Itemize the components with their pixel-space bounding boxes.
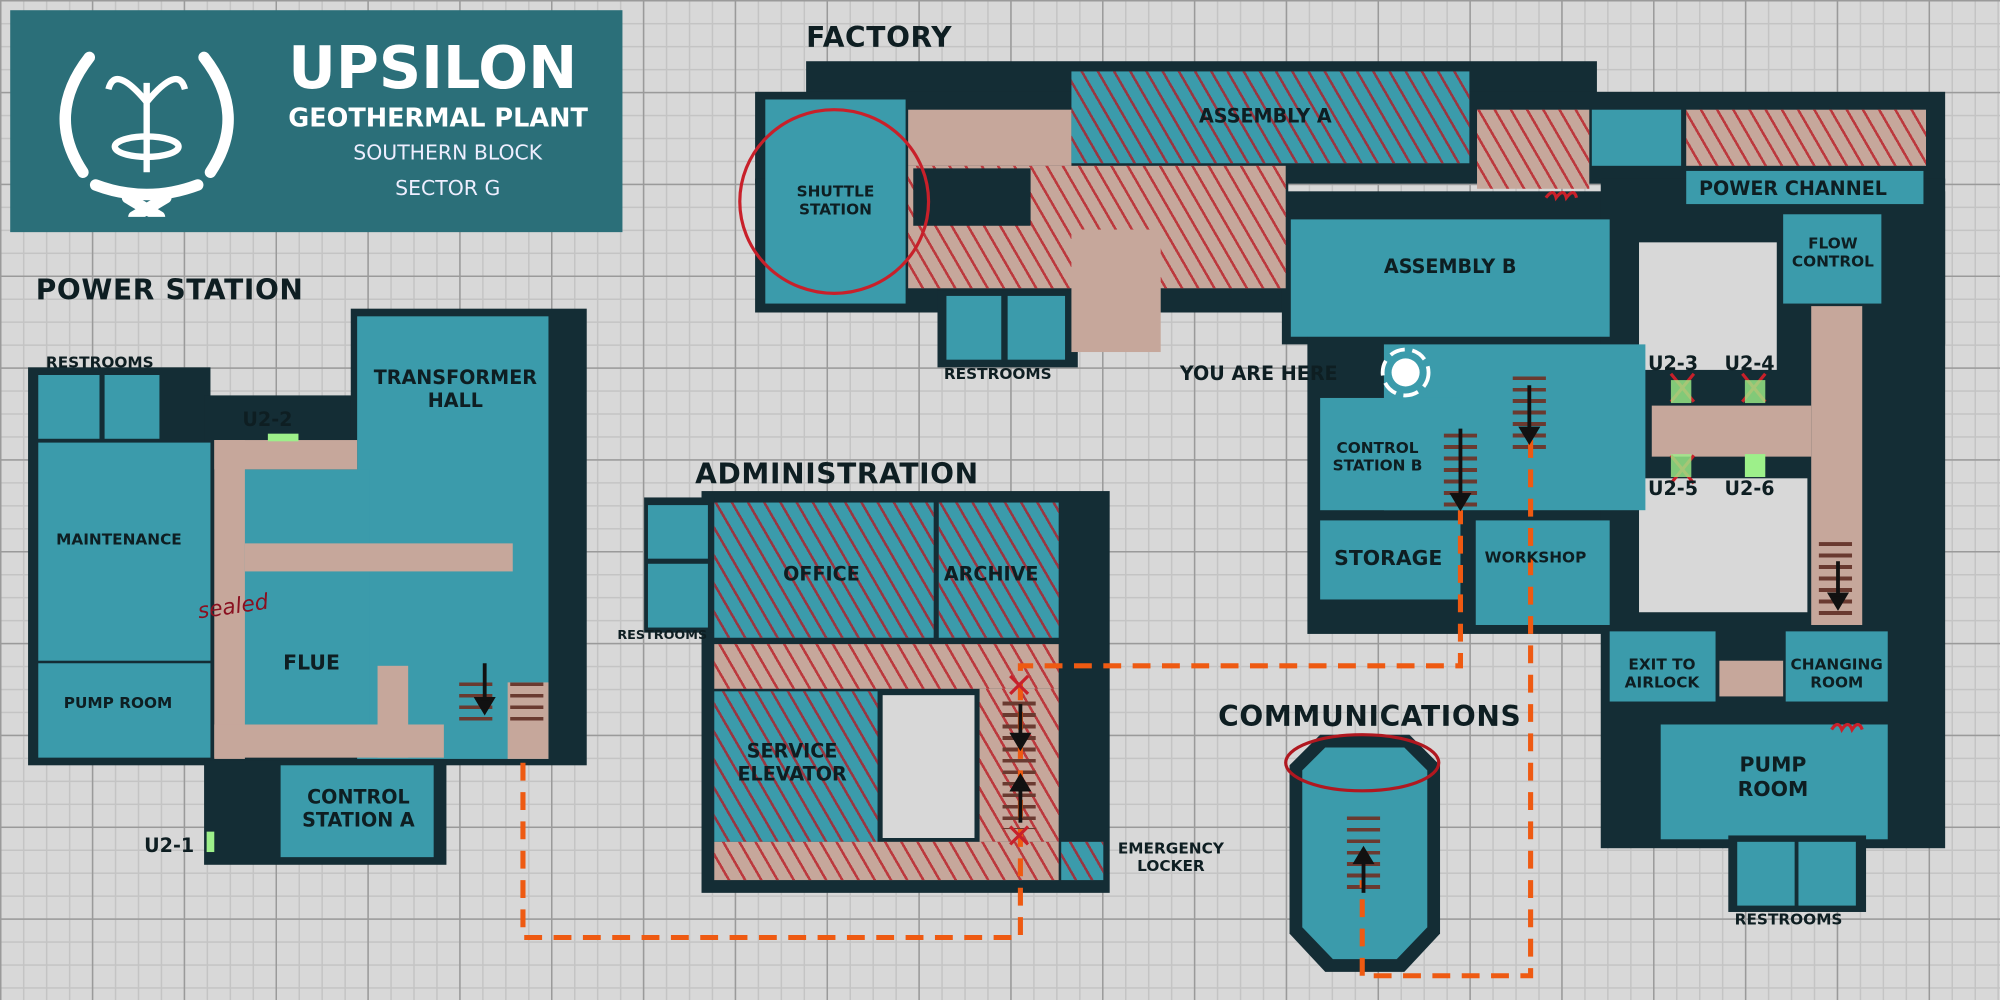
room-restroom [647, 563, 708, 628]
label-control-station-b: CONTROL STATION B [1332, 438, 1423, 475]
room-restroom [647, 505, 708, 559]
label-control-station-a: CONTROL STATION A [302, 785, 415, 832]
label-changing-room: CHANGING ROOM [1790, 655, 1883, 692]
label-pump-room-left: PUMP ROOM [63, 693, 173, 712]
corridor [377, 665, 409, 758]
label-assembly-a: ASSEMBLY A [1198, 104, 1332, 128]
room-emergency-locker[interactable] [1061, 841, 1104, 881]
block-label: SOUTHERN BLOCK [353, 140, 543, 165]
label-archive: ARCHIVE [943, 562, 1039, 586]
label-office: OFFICE [783, 562, 860, 586]
label-flue: FLUE [283, 650, 340, 675]
label-emergency-locker: EMERGENCY LOCKER [1117, 839, 1224, 876]
room-restroom [1737, 841, 1795, 906]
room-restroom [946, 295, 1002, 360]
corridor [244, 543, 513, 572]
label-shuttle-station: SHUTTLE STATION [796, 182, 875, 219]
corridor [1719, 660, 1784, 697]
room-storage[interactable] [1320, 520, 1461, 600]
wall [913, 168, 1031, 226]
title-banner: UPSILON GEOTHERMAL PLANT SOUTHERN BLOCK … [10, 10, 623, 233]
label-flow-control: FLOW CONTROL [1791, 234, 1874, 271]
room-workshop[interactable] [1475, 520, 1610, 625]
room-restroom [38, 374, 100, 439]
void [1639, 478, 1808, 613]
label-pump-room-right: PUMP ROOM [1737, 752, 1809, 802]
room-power-channel[interactable] [1686, 170, 1924, 205]
label-workshop: WORKSHOP [1484, 548, 1587, 567]
section-administration: ADMINISTRATION [695, 459, 979, 492]
room-pump-room-left[interactable] [38, 663, 211, 758]
corridor [1686, 109, 1927, 166]
door-u2-2[interactable] [267, 433, 299, 442]
label-power-channel: POWER CHANNEL [1698, 177, 1887, 201]
room-exit-to-airlock[interactable] [1609, 631, 1716, 702]
corridor [908, 109, 1072, 166]
route-path-east [1359, 440, 1534, 979]
corridor [1477, 109, 1590, 189]
label-restrooms-admin: RESTROOMS [617, 628, 708, 643]
label-u2-1: U2-1 [144, 834, 195, 858]
label-u2-6: U2-6 [1724, 477, 1775, 500]
room [1591, 109, 1682, 166]
room-restroom [1798, 841, 1856, 906]
label-service-elevator: SERVICE ELEVATOR [737, 739, 847, 786]
door-u2-6 [1744, 454, 1766, 478]
corridor [1651, 405, 1812, 457]
room-control-station-a[interactable] [280, 765, 434, 858]
room-pump-room-right[interactable] [1660, 724, 1888, 840]
sector-label: SECTOR G [395, 176, 501, 201]
label-u2-3: U2-3 [1647, 352, 1699, 375]
label-maintenance: MAINTENANCE [56, 530, 182, 549]
label-u2-4: U2-4 [1724, 352, 1775, 375]
label-storage: STORAGE [1334, 545, 1443, 571]
corridor [714, 841, 1059, 881]
label-restrooms-right: RESTROOMS [1734, 910, 1843, 929]
door-u2-1[interactable] [206, 831, 215, 853]
room-assembly-a[interactable] [1071, 71, 1470, 164]
void [1639, 242, 1777, 370]
you-are-here-icon [1391, 358, 1420, 387]
void [882, 695, 975, 839]
room-flow-control[interactable] [1783, 214, 1882, 304]
section-power-station: POWER STATION [35, 275, 304, 308]
room-office[interactable] [714, 502, 934, 638]
room-shuttle-station[interactable] [765, 99, 906, 304]
room-flue[interactable] [242, 469, 370, 725]
label-exit-to-airlock: EXIT TO AIRLOCK [1624, 655, 1700, 692]
you-are-here-label: YOU ARE HERE [1179, 362, 1338, 386]
label-restrooms-power: RESTROOMS [45, 353, 154, 372]
plant-title: UPSILON [288, 33, 578, 103]
label-transformer-hall: TRANSFORMER HALL [373, 366, 538, 412]
upsilon-emblem-logo [59, 51, 234, 217]
room-restroom [1007, 295, 1066, 360]
corridor [714, 644, 1059, 689]
stairs [510, 682, 544, 729]
room-control-station-b[interactable] [1320, 397, 1461, 511]
label-u2-2: U2-2 [242, 408, 293, 432]
room-restroom [104, 374, 160, 439]
corridor [1071, 229, 1161, 353]
label-u2-5: U2-5 [1647, 477, 1699, 500]
room-service-elevator[interactable] [714, 691, 878, 842]
room-assembly-b[interactable] [1290, 219, 1610, 337]
label-restrooms-factory: RESTROOMS [943, 364, 1052, 383]
section-factory: FACTORY [806, 22, 953, 55]
shuttle-circle-marker [738, 108, 931, 295]
section-communications: COMMUNICATIONS [1218, 701, 1522, 734]
plant-subtitle: GEOTHERMAL PLANT [288, 102, 588, 133]
room-maintenance[interactable] [38, 442, 211, 661]
corridor [214, 440, 245, 759]
room-archive[interactable] [938, 502, 1059, 638]
room-changing-room[interactable] [1785, 631, 1888, 702]
label-assembly-b: ASSEMBLY B [1383, 255, 1517, 279]
